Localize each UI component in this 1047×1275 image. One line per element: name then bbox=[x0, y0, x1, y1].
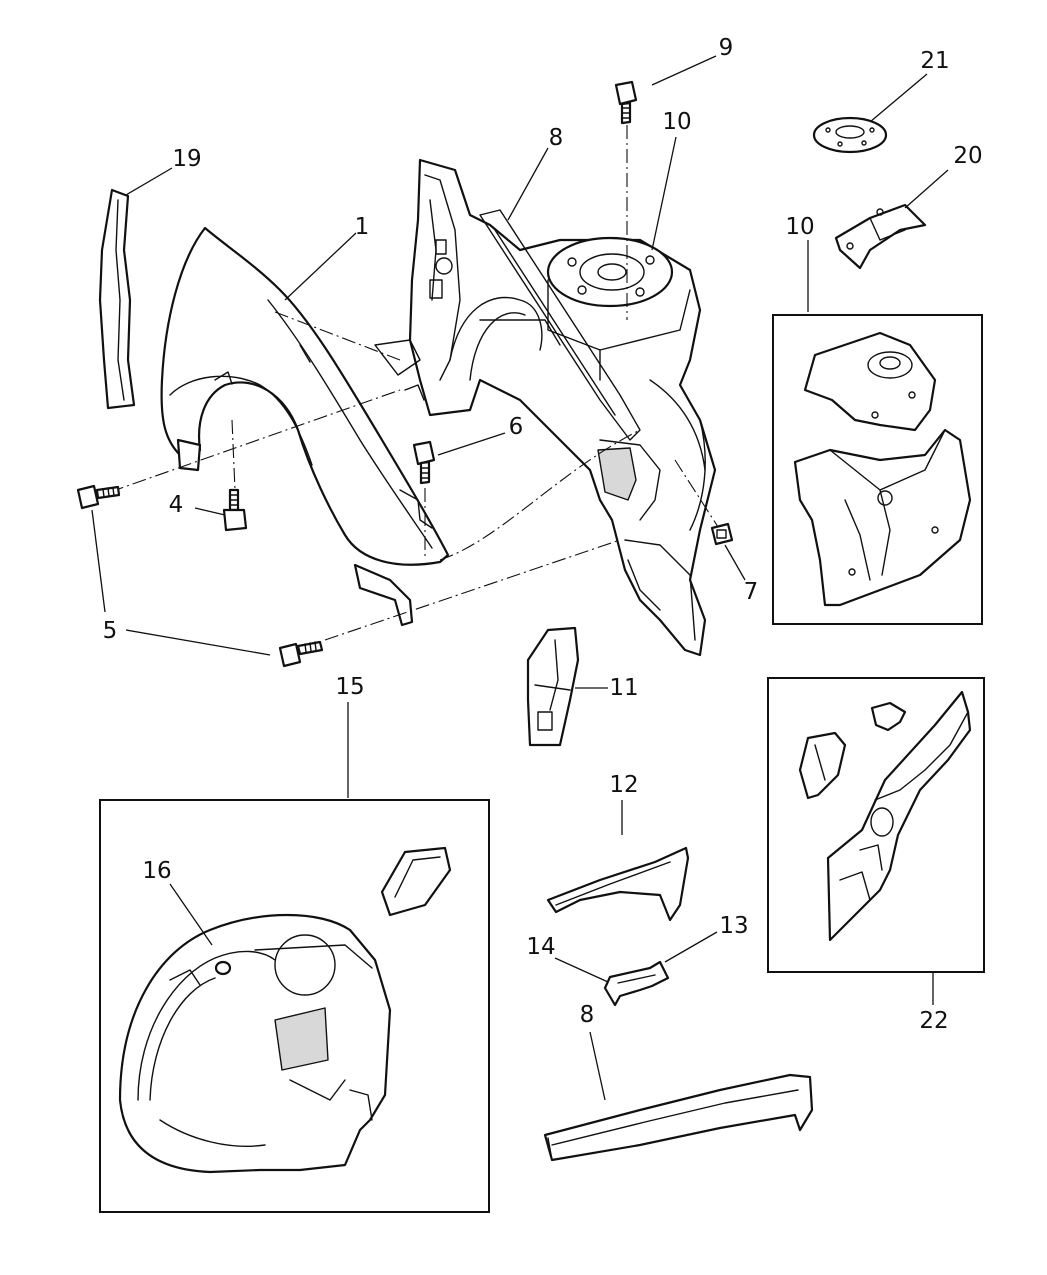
part-13-14-clip bbox=[603, 960, 670, 1007]
wheelhouse-apron-assembly bbox=[374, 158, 717, 657]
assembly-centerlines bbox=[109, 125, 721, 641]
callout-4: 4 bbox=[169, 492, 184, 518]
callout-21: 21 bbox=[920, 48, 949, 74]
callout-6: 6 bbox=[509, 414, 524, 440]
part-12-rail bbox=[546, 846, 690, 922]
part-21-isolator bbox=[812, 116, 888, 154]
callout-1: 1 bbox=[355, 214, 370, 240]
callout-22: 22 bbox=[919, 1008, 948, 1034]
callout-10-upper: 10 bbox=[662, 109, 691, 135]
part-8-rail-lower bbox=[543, 1073, 814, 1162]
callout-19: 19 bbox=[172, 146, 201, 172]
part-19-seal-strip bbox=[98, 188, 136, 410]
box-part-10 bbox=[772, 314, 983, 625]
box-part-15 bbox=[99, 799, 490, 1213]
callout-13: 13 bbox=[719, 913, 748, 939]
callout-9: 9 bbox=[719, 35, 734, 61]
part-1-front-fender bbox=[160, 226, 450, 627]
callout-20: 20 bbox=[953, 143, 982, 169]
part-6-bolt bbox=[412, 440, 436, 485]
callout-labels: 1 4 5 5 6 7 8 8 9 10 10 11 12 13 14 15 1… bbox=[103, 35, 983, 1034]
callout-8-lower: 8 bbox=[580, 1002, 595, 1028]
callout-10-box: 10 bbox=[785, 214, 814, 240]
box-part-22 bbox=[767, 677, 985, 973]
callout-16: 16 bbox=[142, 858, 171, 884]
callout-15: 15 bbox=[335, 674, 364, 700]
callout-8-upper: 8 bbox=[549, 125, 564, 151]
part-5-bolt-upper bbox=[76, 484, 121, 510]
callout-12: 12 bbox=[609, 772, 638, 798]
part-4-bolt bbox=[222, 488, 248, 532]
callout-14: 14 bbox=[526, 934, 555, 960]
part-9-bolt bbox=[614, 80, 638, 125]
part-5-bolt-lower bbox=[278, 640, 324, 668]
callout-11: 11 bbox=[609, 675, 638, 701]
part-11-bracket bbox=[526, 626, 580, 747]
callout-7: 7 bbox=[744, 579, 759, 605]
part-20-bracket bbox=[834, 203, 927, 270]
leader-lines bbox=[91, 55, 949, 1101]
part-7-clip-nut bbox=[710, 522, 734, 546]
callout-5-upper: 5 bbox=[103, 618, 118, 644]
